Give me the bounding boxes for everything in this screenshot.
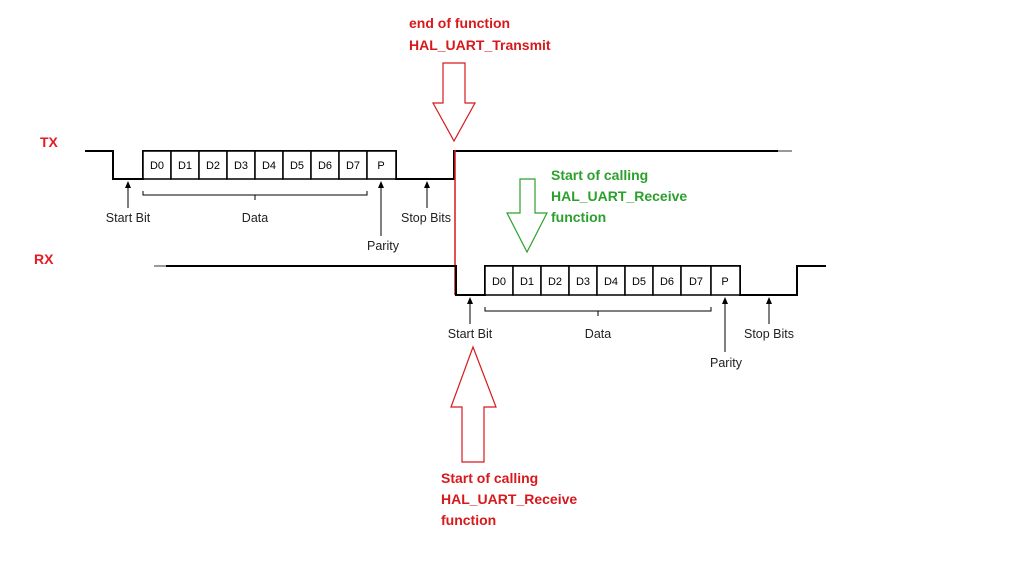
rx-cell-parity — [710, 265, 741, 296]
tx-cell-label: D3 — [234, 160, 248, 172]
tx-start-bit-arrowhead — [125, 181, 131, 188]
rx-start-bit-label: Start Bit — [448, 327, 493, 341]
rx-cell-label: P — [721, 276, 728, 288]
rx-cell-label: D3 — [576, 276, 590, 288]
rx-start-bit-arrowhead — [467, 297, 473, 304]
end-transmit-label-line2: HAL_UART_Transmit — [409, 37, 551, 53]
tx-start-bit-label: Start Bit — [106, 211, 151, 225]
tx-parity-arrowhead — [378, 181, 384, 188]
rx-cell-label: D0 — [492, 276, 506, 288]
rx-cell-label: D5 — [632, 276, 646, 288]
start-receive-green-line1: Start of calling — [551, 167, 648, 183]
tx-parity-label: Parity — [367, 239, 400, 253]
tx-cell-label: D2 — [206, 160, 220, 172]
rx-cell-d1 — [512, 265, 542, 296]
tx-cell-d3 — [226, 150, 256, 180]
tx-cell-d7 — [338, 150, 368, 180]
tx-cell-d5 — [282, 150, 312, 180]
rx-cell-label: D2 — [548, 276, 562, 288]
tx-data-label: Data — [242, 211, 268, 225]
start-receive-green-line3: function — [551, 209, 606, 225]
tx-cell-d2 — [198, 150, 228, 180]
tx-data-brace — [142, 191, 368, 196]
tx-cell-label: P — [377, 160, 384, 172]
rx-stop-bits-arrowhead — [766, 297, 772, 304]
rx-channel-label: RX — [34, 251, 54, 267]
rx-cell-label: D4 — [604, 276, 618, 288]
tx-cell-label: D0 — [150, 160, 164, 172]
rx-parity-label: Parity — [710, 356, 743, 370]
rx-cell-d6 — [652, 265, 682, 296]
end-transmit-down-arrow-icon — [431, 62, 477, 143]
tx-cell-label: D5 — [290, 160, 304, 172]
tx-stop-bits-label: Stop Bits — [401, 211, 451, 225]
tx-stop-bits-arrowhead — [424, 181, 430, 188]
rx-cell-d0 — [484, 265, 514, 296]
start-receive-red-up-arrow-icon — [450, 345, 497, 463]
tx-bit-cells: D0 D1 D2 D3 D4 D5 D6 D7 P — [142, 150, 397, 180]
rx-cell-d3 — [568, 265, 598, 296]
tx-cell-d6 — [310, 150, 340, 180]
rx-stop-bits-label: Stop Bits — [744, 327, 794, 341]
rx-parity-arrowhead — [722, 297, 728, 304]
tx-cell-label: D6 — [318, 160, 332, 172]
tx-cell-label: D4 — [262, 160, 276, 172]
rx-data-label: Data — [585, 327, 611, 341]
start-receive-red-line2: HAL_UART_Receive — [441, 491, 577, 507]
tx-cell-label: D1 — [178, 160, 192, 172]
tx-cell-parity — [366, 150, 397, 180]
tx-cell-label: D7 — [346, 160, 360, 172]
start-receive-green-line2: HAL_UART_Receive — [551, 188, 687, 204]
rx-cell-label: D6 — [660, 276, 674, 288]
start-receive-red-line1: Start of calling — [441, 470, 538, 486]
start-receive-red-line3: function — [441, 512, 496, 528]
rx-cell-label: D1 — [520, 276, 534, 288]
end-transmit-label-line1: end of function — [409, 15, 510, 31]
tx-channel-label: TX — [40, 134, 59, 150]
rx-cell-label: D7 — [689, 276, 703, 288]
rx-data-brace — [484, 307, 712, 312]
rx-bit-cells: D0 D1 D2 D3 D4 D5 D6 D7 P — [484, 265, 741, 296]
start-receive-green-down-arrow-icon — [506, 178, 548, 254]
